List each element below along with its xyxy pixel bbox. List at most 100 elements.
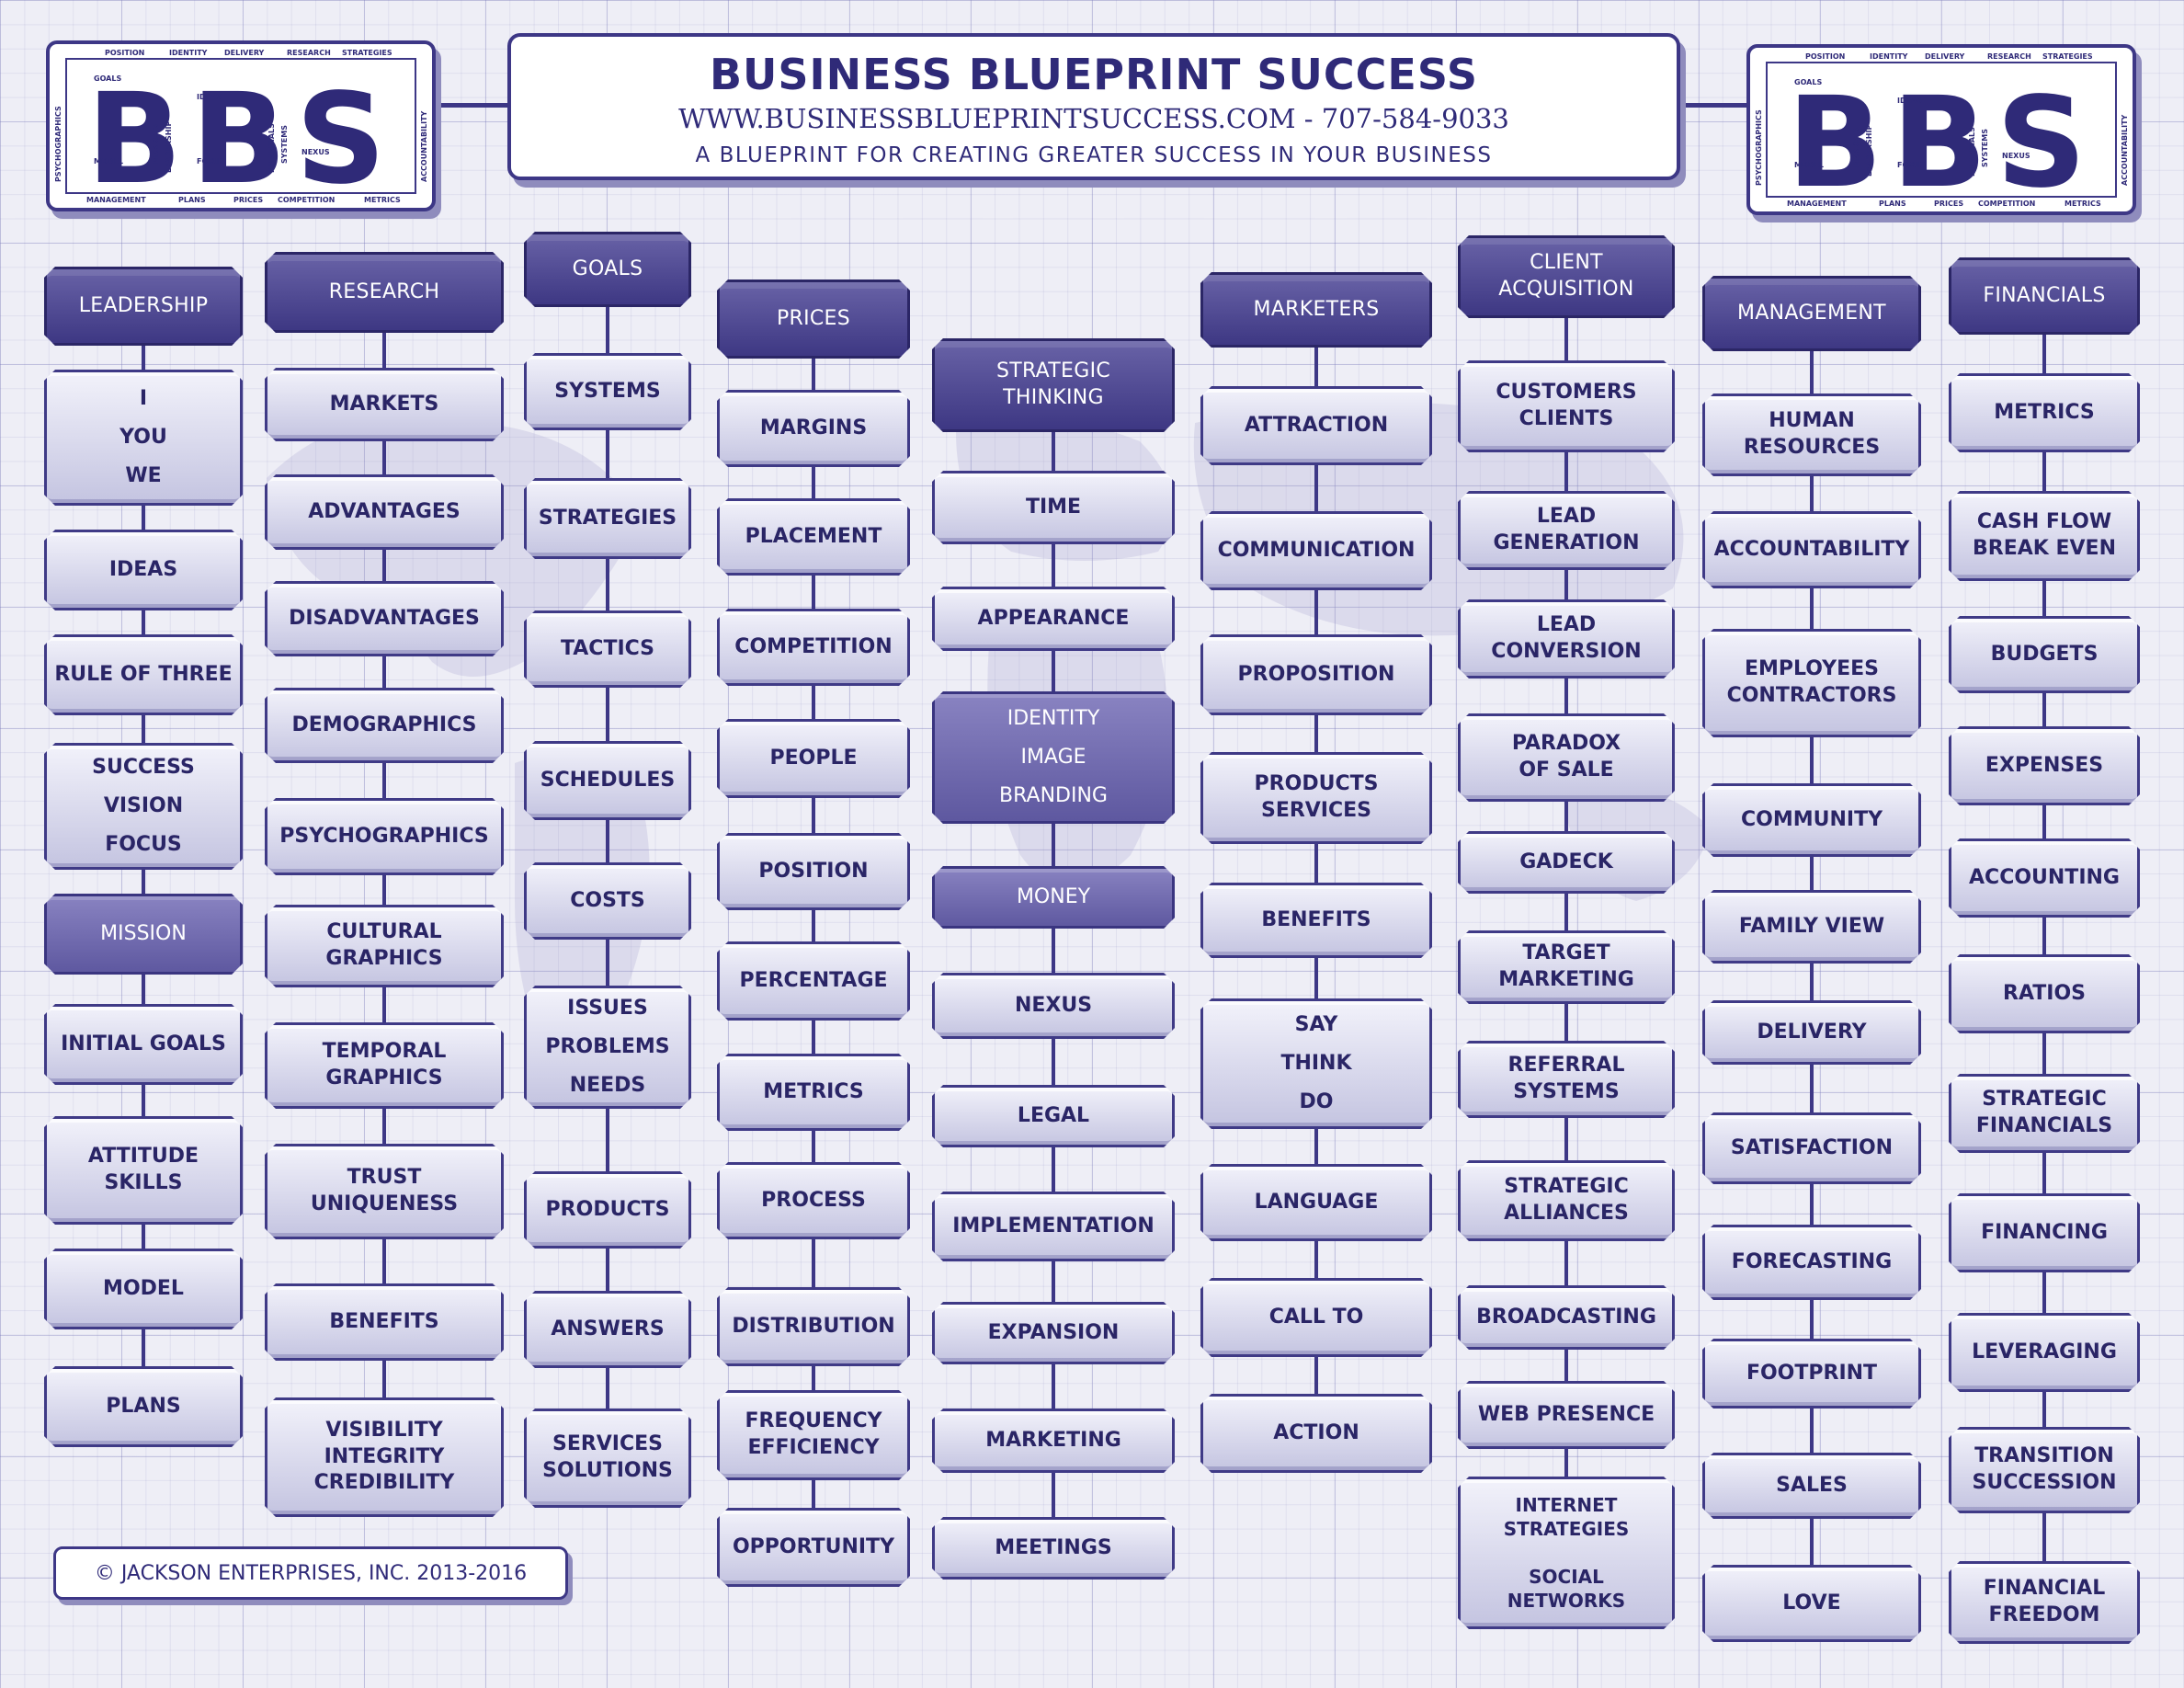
node-communication: COMMUNICATION [1200,511,1432,590]
node-answers: ANSWERS [524,1291,691,1368]
svg-text:PRICES: PRICES [233,196,263,204]
node-cash-flow-break-even: CASH FLOW BREAK EVEN [1949,491,2140,581]
node-financial-freedom: FINANCIAL FREEDOM [1949,1561,2140,1644]
node-gadeck: GADECK [1458,831,1675,894]
node-ideas: IDEAS [44,530,243,610]
node-ratios: RATIOS [1949,954,2140,1033]
svg-text:LEADERSHIP: LEADERSHIP [165,121,173,173]
node-meetings: MEETINGS [932,1517,1175,1580]
node-delivery: DELIVERY [1702,1000,1921,1065]
node-visibility-integrity-credibility: VISIBILITY INTEGRITY CREDIBILITY [265,1397,504,1517]
svg-text:COMPETITION: COMPETITION [278,196,335,204]
svg-text:NEXUS: NEXUS [2002,152,2030,160]
node-referral-systems: REFERRAL SYSTEMS [1458,1041,1675,1118]
column-header-management: MANAGEMENT [1702,276,1921,351]
node-transition-succession: TRANSITION SUCCESSION [1949,1427,2140,1513]
node-markets: MARKETS [265,368,504,441]
svg-text:GOALS: GOALS [1794,78,1822,86]
node-issues-problems-needs: ISSUES PROBLEMS NEEDS [524,986,691,1109]
copyright-notice: © JACKSON ENTERPRISES, INC. 2013-2016 [53,1546,568,1600]
node-opportunity: OPPORTUNITY [717,1508,910,1587]
node-paradox-of-sale: PARADOX OF SALE [1458,713,1675,802]
svg-text:NEXUS: NEXUS [301,148,330,156]
svg-text:FOCUS: FOCUS [1897,161,1926,169]
node-initial-goals: INITIAL GOALS [44,1004,243,1085]
node-distribution: DISTRIBUTION [717,1287,910,1366]
node-i-you-we: I YOU WE [44,370,243,506]
node-call-to: CALL TO [1200,1278,1432,1357]
svg-text:MANAGEMENT: MANAGEMENT [86,196,146,204]
svg-text:ACCOUNTABILITY: ACCOUNTABILITY [420,110,428,182]
node-temporal-graphics: TEMPORAL GRAPHICS [265,1022,504,1109]
node-mission: MISSION [44,894,243,975]
node-strategic-financials: STRATEGIC FINANCIALS [1949,1074,2140,1153]
node-competition: COMPETITION [717,609,910,686]
node-process: PROCESS [717,1162,910,1239]
node-benefits: BENEFITS [1200,883,1432,958]
node-expenses: EXPENSES [1949,726,2140,805]
node-people: PEOPLE [717,719,910,798]
node-costs: COSTS [524,862,691,940]
title-panel: BUSINESS BLUEPRINT SUCCESS WWW.BUSINESSB… [507,33,1680,180]
bbs-logo-left: BBS POSITION IDENTITY DELIVERY RESEARCH … [46,40,436,211]
tagline: A BLUEPRINT FOR CREATING GREATER SUCCESS… [695,143,1493,167]
svg-text:FINANCIALS: FINANCIALS [1968,127,1976,177]
node-money: MONEY [932,866,1175,929]
node-metrics: METRICS [717,1054,910,1131]
node-model: MODEL [44,1249,243,1329]
svg-text:PSYCHOGRAPHICS: PSYCHOGRAPHICS [1755,109,1763,186]
node-language: LANGUAGE [1200,1164,1432,1241]
node-systems: SYSTEMS [524,353,691,430]
node-products: PRODUCTS [524,1171,691,1249]
node-internet-strategies-social-networks: INTERNET STRATEGIES SOCIAL NETWORKS [1458,1477,1675,1629]
node-identity-image-branding: IDENTITY IMAGE BRANDING [932,691,1175,824]
svg-text:PLANS: PLANS [1879,200,1906,208]
node-broadcasting: BROADCASTING [1458,1285,1675,1350]
column-header-strategic-thinking: STRATEGIC THINKING [932,338,1175,432]
svg-text:PRICES: PRICES [1934,200,1963,208]
node-accounting: ACCOUNTING [1949,838,2140,918]
svg-text:PSYCHOGRAPHICS: PSYCHOGRAPHICS [54,106,63,182]
column-header-marketers: MARKETERS [1200,272,1432,348]
svg-text:MARKETS: MARKETS [152,124,160,164]
node-legal: LEGAL [932,1085,1175,1147]
svg-text:MODEL: MODEL [94,157,123,165]
node-action: ACTION [1200,1394,1432,1473]
node-satisfaction: SATISFACTION [1702,1112,1921,1184]
node-implementation: IMPLEMENTATION [932,1192,1175,1261]
node-love: LOVE [1702,1565,1921,1642]
node-services-solutions: SERVICES SOLUTIONS [524,1409,691,1508]
website-phone[interactable]: WWW.BUSINESSBLUEPRINTSUCCESS.COM - 707-5… [678,103,1509,134]
node-trust-uniqueness: TRUST UNIQUENESS [265,1144,504,1239]
node-human-resources: HUMAN RESOURCES [1702,393,1921,476]
node-schedules: SCHEDULES [524,741,691,820]
node-plans: PLANS [44,1366,243,1447]
svg-text:SYSTEMS: SYSTEMS [1981,129,1989,167]
node-rule-of-three: RULE OF THREE [44,634,243,715]
node-success-vision-focus: SUCCESS VISION FOCUS [44,743,243,870]
svg-text:MANAGEMENT: MANAGEMENT [1787,200,1847,208]
page-title: BUSINESS BLUEPRINT SUCCESS [709,50,1479,99]
node-customers-clients: CUSTOMERS CLIENTS [1458,360,1675,452]
svg-text:IDEAS: IDEAS [197,93,222,101]
node-target-marketing: TARGET MARKETING [1458,930,1675,1004]
node-proposition: PROPOSITION [1200,634,1432,715]
svg-text:COMPETITION: COMPETITION [1978,200,2035,208]
svg-text:IDENTITY: IDENTITY [1870,52,1908,61]
svg-text:RESEARCH: RESEARCH [287,49,331,57]
node-attitude-skills: ATTITUDE SKILLS [44,1116,243,1225]
node-forecasting: FORECASTING [1702,1225,1921,1300]
svg-text:PLANS: PLANS [178,196,206,204]
node-advantages: ADVANTAGES [265,474,504,550]
svg-text:MARKETS: MARKETS [1852,128,1860,167]
node-family-view: FAMILY VIEW [1702,890,1921,964]
node-cultural-graphics: CULTURAL GRAPHICS [265,905,504,987]
column-header-financials: FINANCIALS [1949,257,2140,335]
logo-letters: BBS [1787,71,2095,211]
logo-letters: BBS [86,67,394,208]
svg-text:MODEL: MODEL [1794,161,1824,169]
column-header-goals: GOALS [524,232,691,307]
column-header-client-acquisition: CLIENT ACQUISITION [1458,235,1675,318]
node-appearance: APPEARANCE [932,587,1175,651]
